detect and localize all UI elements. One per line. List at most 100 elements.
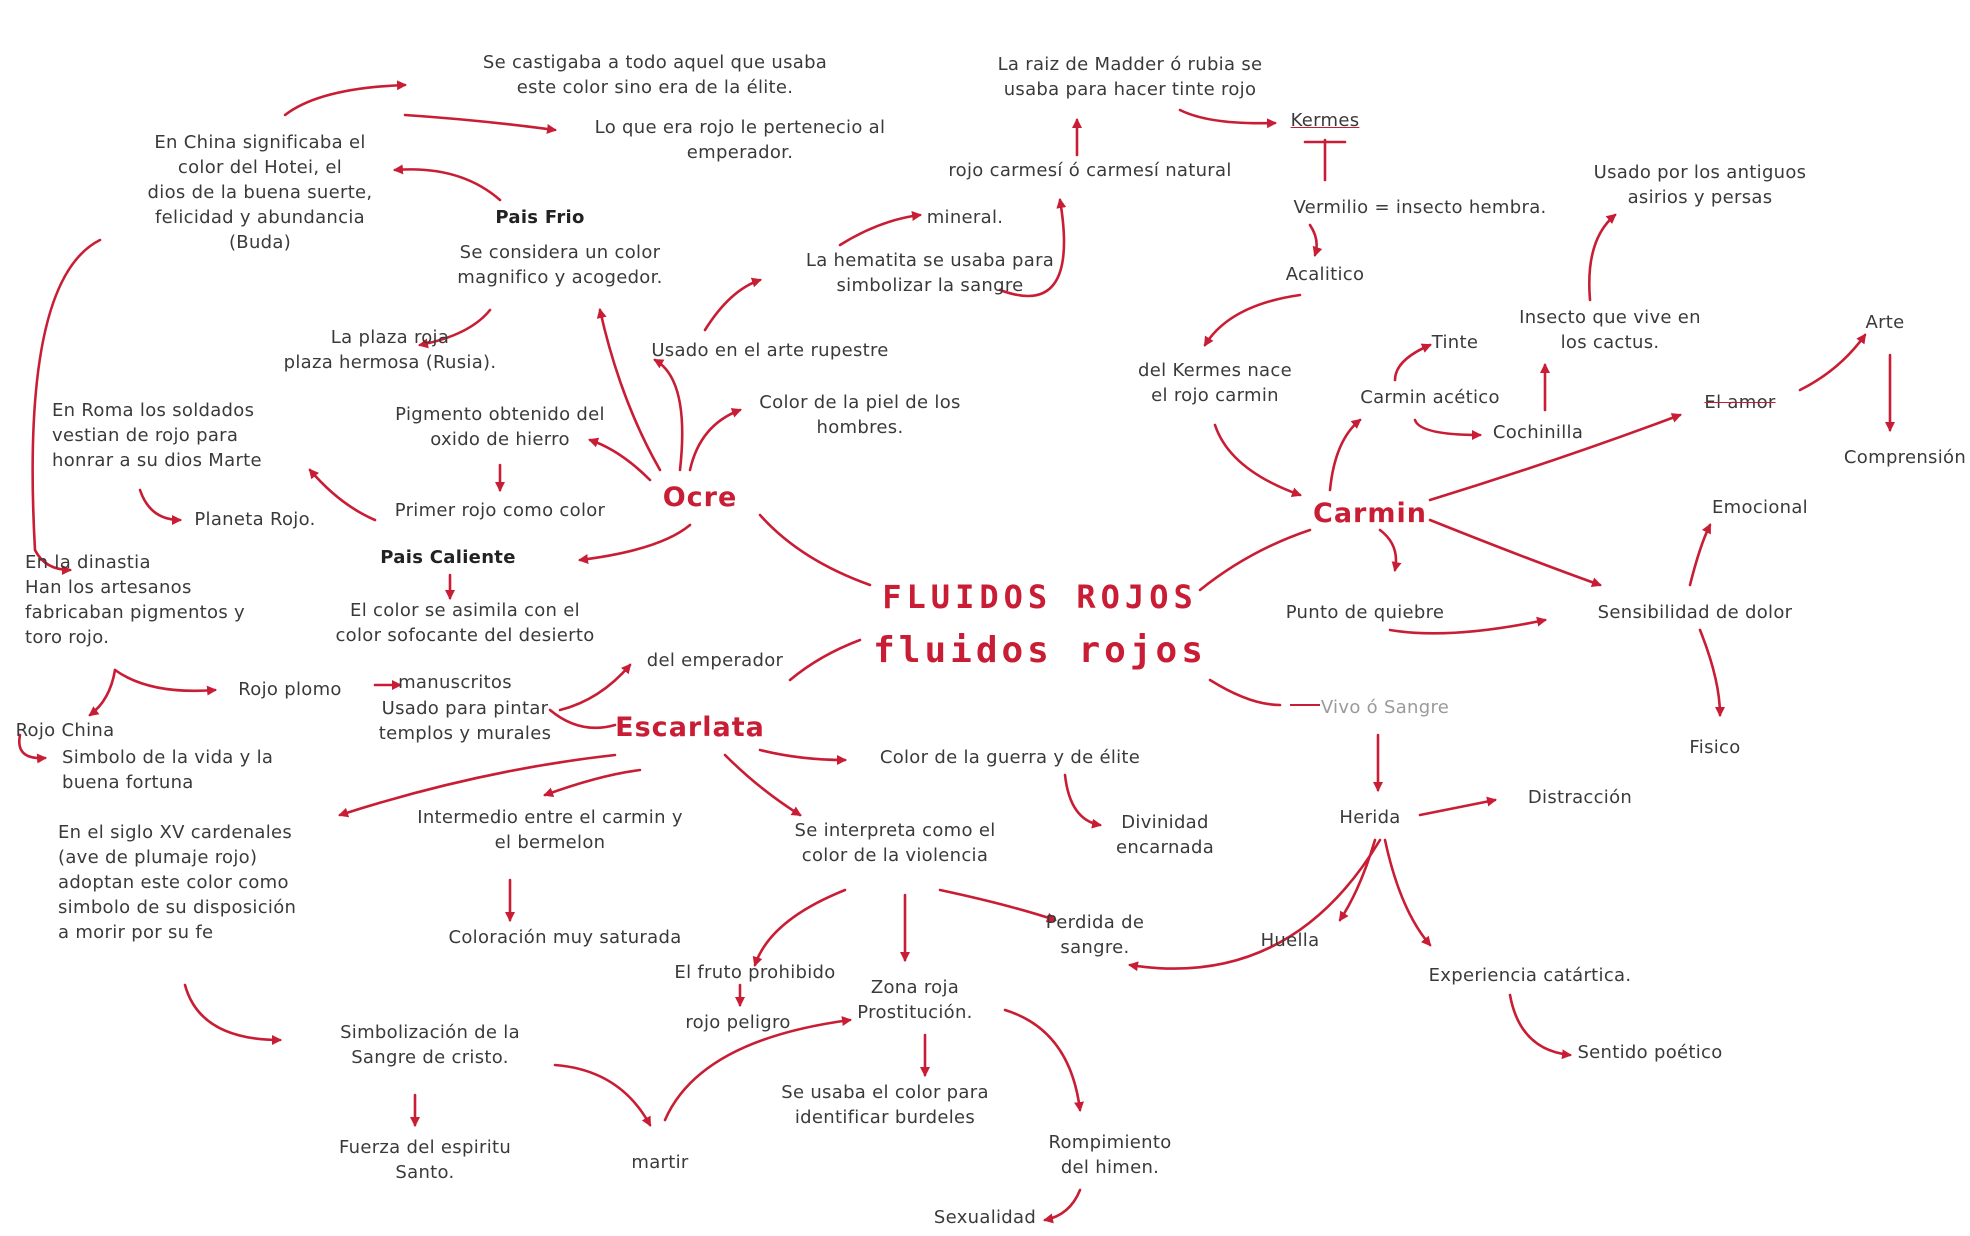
node-carmin-acetico: Carmin acético <box>1360 387 1500 408</box>
node-sexualidad: Sexualidad <box>933 1207 1037 1228</box>
arrow-carmin-sensibilidad <box>1428 518 1602 588</box>
arrow-roma-planeta <box>138 488 182 525</box>
arrow-acalitico-delkermes <box>1203 293 1302 347</box>
node-templos: Usado para pintar templos y murales <box>378 698 552 744</box>
arrow-escarlata-violencia <box>723 753 802 817</box>
node-magnifico: Se considera un color magnifico y acoged… <box>457 242 663 288</box>
arrow-ocre-pigmento <box>588 437 652 482</box>
node-roma: En Roma los soldados vestian de rojo par… <box>52 400 262 471</box>
node-zona-roja: Zona roja Prostitución. <box>857 977 973 1023</box>
node-emperador: Lo que era rojo le pertenecio al emperad… <box>594 117 886 163</box>
arrow-ocre-piel <box>688 408 742 472</box>
arrow-castigaba-emperador <box>403 113 557 134</box>
arrow-rojochina-simbolo <box>18 733 47 764</box>
arrow-carmin-acetico <box>1328 418 1362 492</box>
node-herida: Herida <box>1339 807 1401 828</box>
arrow-acetico-tinte <box>1393 343 1432 382</box>
node-tinte: Tinte <box>1431 332 1479 353</box>
node-poetico: Sentido poético <box>1577 1042 1723 1063</box>
node-piel: Color de la piel de los hombres. <box>759 392 961 438</box>
node-arte: Arte <box>1865 312 1905 333</box>
node-manuscritos: manuscritos <box>398 672 512 693</box>
node-intermedio: Intermedio entre el carmin y el bermelon <box>417 807 683 853</box>
node-guerra: Color de la guerra y de élite <box>879 747 1141 768</box>
node-rojo-china: Rojo China <box>15 720 115 741</box>
node-saturada: Coloración muy saturada <box>448 927 682 948</box>
node-china-hotei: En China significaba el color del Hotei,… <box>147 132 373 253</box>
node-kermes: Kermes <box>1290 110 1360 131</box>
node-perdida: Perdida de sangre. <box>1045 912 1145 958</box>
node-huella: Huella <box>1260 930 1320 951</box>
node-carmesi: rojo carmesí ó carmesí natural <box>948 160 1232 181</box>
arrow-escarlata-cardenales <box>338 753 617 818</box>
arrow-martir-zona <box>663 1016 852 1122</box>
arrow-magnifico-plaza <box>418 308 492 349</box>
node-divinidad: Divinidad encarnada <box>1115 812 1215 858</box>
node-distraccion: Distracción <box>1527 787 1633 808</box>
arrow-experiencia-poetico <box>1508 993 1572 1060</box>
arrow-amor-arte <box>1798 333 1867 392</box>
arrow-acetico-cochinilla <box>1413 418 1482 440</box>
node-insecto-cactus: Insecto que vive en los cactus. <box>1519 307 1701 353</box>
node-comprension: Comprensión <box>1843 447 1967 468</box>
node-madder: La raiz de Madder ó rubia se usaba para … <box>997 54 1263 100</box>
arrow-madder-kermes <box>1178 108 1277 129</box>
arrow-herida-perdida <box>1128 838 1382 972</box>
node-arte-rupestre: Usado en el arte rupestre <box>651 340 889 361</box>
node-planeta-rojo: Planeta Rojo. <box>194 509 316 530</box>
node-martir: martir <box>631 1152 689 1173</box>
node-fuerza: Fuerza del espiritu Santo. <box>338 1137 512 1183</box>
arrow-sensibilidad-fisico <box>1698 628 1725 717</box>
node-rojo-plomo: Rojo plomo <box>238 679 342 700</box>
arrow-herida-distraccion <box>1418 796 1497 817</box>
node-antiguos: Usado por los antiguos asirios y persas <box>1593 162 1807 208</box>
arrow-hematita-carmesi <box>998 198 1067 298</box>
node-cardenales: En el siglo XV cardenales (ave de plumaj… <box>58 822 297 943</box>
arrow-zona-himen <box>1003 1008 1084 1112</box>
arrow-carmin-amor <box>1428 413 1682 502</box>
node-fisico: Fisico <box>1689 737 1741 758</box>
arrow-escarlata-intermedio <box>543 768 642 797</box>
node-dinastia: En la dinastia Han los artesanos fabrica… <box>25 552 245 648</box>
hub-escarlata: Escarlata <box>615 712 765 743</box>
node-himen: Rompimiento del himen. <box>1048 1132 1172 1178</box>
arrow-ocre-paiscaliente <box>578 523 692 564</box>
hub-carmin: Carmin <box>1313 498 1427 529</box>
node-peligro: rojo peligro <box>685 1012 791 1033</box>
title-upper: FLUIDOS ROJOS <box>882 578 1198 616</box>
arrow-title-vivo <box>1208 678 1282 707</box>
node-emocional: Emocional <box>1712 497 1808 518</box>
node-burdeles: Se usaba el color para identificar burde… <box>781 1082 989 1128</box>
arrow-delkermes-carmin <box>1213 423 1302 498</box>
node-violencia: Se interpreta como el color de la violen… <box>794 820 996 866</box>
node-vermilio: Vermilio = insecto hembra. <box>1293 197 1547 218</box>
node-primer-rojo: Primer rojo como color <box>394 500 606 521</box>
node-plaza-roja: La plaza roja plaza hermosa (Rusia). <box>283 327 497 373</box>
arrow-dinastia-plomo <box>113 668 217 696</box>
arrow-escarlata-title <box>788 638 862 682</box>
arrow-primer-roma <box>308 468 377 522</box>
arrow-sensibilidad-emocional <box>1688 523 1712 587</box>
arrow-ocre-title <box>758 513 872 587</box>
hub-ocre: Ocre <box>662 482 738 513</box>
arrow-herida-huella <box>1338 838 1377 922</box>
node-desierto: El color se asimila con el color sofocan… <box>335 600 595 646</box>
node-pais-caliente: Pais Caliente <box>380 547 516 568</box>
arrow-cardenales-sangre <box>183 983 282 1045</box>
arrow-escarlata-guerra <box>758 748 847 765</box>
node-hematita: La hematita se usaba para simbolizar la … <box>805 250 1055 296</box>
node-sensibilidad: Sensibilidad de dolor <box>1597 602 1793 623</box>
arrow-escarlata-templos <box>548 708 617 730</box>
arrow-ocre-paisfrio <box>596 308 662 472</box>
arrow-hotei-castigaba <box>283 80 407 117</box>
arrow-hematita-mineral <box>838 211 922 247</box>
node-experiencia: Experiencia catártica. <box>1428 965 1632 986</box>
arrow-rupestre-hematita <box>703 277 762 332</box>
node-sangre-cristo: Simbolización de la Sangre de cristo. <box>340 1022 520 1068</box>
arrow-dinastia-rojochina <box>88 668 117 717</box>
arrow-hotei-dinastia <box>31 238 102 575</box>
arrow-punto-sensibilidad <box>1388 616 1547 635</box>
arrow-vermilio-acalitico <box>1308 223 1323 257</box>
